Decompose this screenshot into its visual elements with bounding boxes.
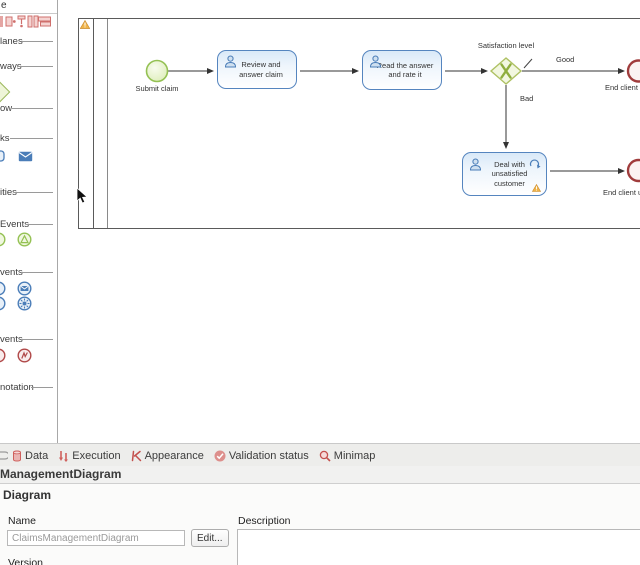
form-section-heading: Diagram: [3, 488, 52, 502]
name-label: Name: [8, 515, 37, 527]
palette-section-annotation: notation: [0, 382, 34, 393]
selected-element-title-bar: ManagementDiagram: [0, 466, 640, 484]
edge-label-good: Good: [556, 55, 575, 64]
palette-section-flow: ow: [0, 103, 13, 114]
palette-section-end-events: vents: [0, 334, 23, 345]
tab-validation-status[interactable]: Validation status: [214, 450, 309, 462]
section-rule: [21, 272, 53, 273]
start-event-tool-icon[interactable]: [0, 232, 6, 247]
pool-warning-icon: [80, 20, 90, 29]
human-task-icon: [469, 158, 482, 171]
description-textarea[interactable]: [237, 529, 640, 565]
message-task-tool-icon[interactable]: [18, 151, 33, 162]
connector-icon: [529, 159, 541, 169]
properties-form: Diagram Name Edit... Description Version: [0, 484, 640, 565]
palette-lane-divider-tool-icon[interactable]: [17, 15, 26, 28]
appearance-icon: [131, 450, 141, 461]
database-icon: [13, 449, 21, 462]
tab-label: Appearance: [144, 449, 204, 462]
catch-event-tool-icon[interactable]: [0, 296, 6, 311]
task-review-and-answer-claim[interactable]: Review and answer claim: [217, 50, 297, 89]
palette-divider: [0, 13, 57, 14]
lane-name-strip[interactable]: [94, 19, 108, 228]
edge-label-bad: Bad: [520, 94, 534, 103]
section-rule: [31, 387, 53, 388]
section-rule: [21, 339, 53, 340]
tab-minimap[interactable]: Minimap: [319, 449, 376, 462]
section-rule: [26, 224, 53, 225]
diagram-canvas[interactable]: ClaimsManagement Customer lane: [0, 0, 640, 443]
pool-name-strip[interactable]: [79, 19, 94, 228]
selected-element-title: ManagementDiagram: [0, 467, 122, 481]
catch-event-tool-icon[interactable]: [0, 281, 6, 296]
name-input[interactable]: [7, 530, 185, 546]
message-event-tool-icon[interactable]: [17, 281, 32, 296]
end-event-tool-icon[interactable]: [0, 348, 6, 363]
palette-section-gateways: ways: [0, 61, 22, 72]
tab-label: Execution: [72, 449, 121, 462]
section-rule: [10, 138, 53, 139]
execution-arrows-icon: [59, 450, 69, 462]
palette-section-start-events: Events: [0, 219, 30, 230]
gateway-label: Satisfaction level: [477, 41, 535, 50]
palette-lane-tool-icon[interactable]: [0, 16, 3, 27]
task-label: Deal with unsatisfied customer: [491, 159, 528, 188]
human-task-icon: [369, 55, 382, 68]
mouse-cursor: [76, 187, 88, 204]
tab-data[interactable]: Data: [12, 450, 48, 462]
section-rule: [17, 66, 53, 67]
tab-execution[interactable]: Execution: [58, 449, 121, 462]
section-rule: [14, 192, 53, 193]
tab-label: Data: [25, 449, 49, 462]
error-end-event-tool-icon[interactable]: [17, 348, 32, 363]
palette-section-lanes: lanes: [0, 36, 23, 47]
palette-section-catch-events: vents: [0, 267, 23, 278]
task-tool-icon[interactable]: [0, 150, 5, 162]
palette-section-activities: ities: [0, 187, 17, 198]
end-event-label: End client: [605, 83, 638, 92]
palette-sidebar: e lanes ways ow ks: [0, 0, 58, 443]
palette-section-tasks: ks: [0, 133, 10, 144]
timer-event-tool-icon[interactable]: [17, 296, 32, 311]
gateway-tool-icon[interactable]: [0, 80, 11, 104]
human-task-icon: [224, 55, 237, 68]
end-event-label: End client u: [603, 188, 640, 197]
task-read-the-answer[interactable]: Read the answer and rate it: [362, 50, 442, 90]
tab-label: Validation status: [228, 449, 309, 462]
task-deal-with-unsatisfied-customer[interactable]: Deal with unsatisfied customer: [462, 152, 547, 196]
version-label: Version: [8, 557, 44, 565]
palette-pool-tool-icon[interactable]: [5, 15, 16, 28]
process-pool[interactable]: [78, 18, 640, 229]
task-label: Read the answer and rate it: [376, 60, 434, 79]
signal-start-event-tool-icon[interactable]: [17, 232, 32, 247]
palette-horizontal-pool-tool-icon[interactable]: [38, 15, 51, 28]
task-warning-icon: [532, 184, 541, 192]
palette-title: e: [1, 0, 7, 11]
magnifier-icon: [319, 450, 331, 462]
task-label: Review and answer claim: [239, 60, 283, 79]
section-rule: [12, 108, 53, 109]
clipped-tab-icon[interactable]: [0, 450, 8, 462]
properties-tab-bar: Data Execution Appearance Validation: [0, 443, 640, 467]
description-label: Description: [238, 515, 291, 527]
validation-check-icon: [214, 450, 226, 461]
section-rule: [22, 41, 53, 42]
start-event-label: Submit claim: [135, 84, 179, 93]
tab-appearance[interactable]: Appearance: [131, 450, 204, 462]
tab-label: Minimap: [333, 449, 376, 462]
edit-button[interactable]: Edit...: [191, 529, 229, 547]
